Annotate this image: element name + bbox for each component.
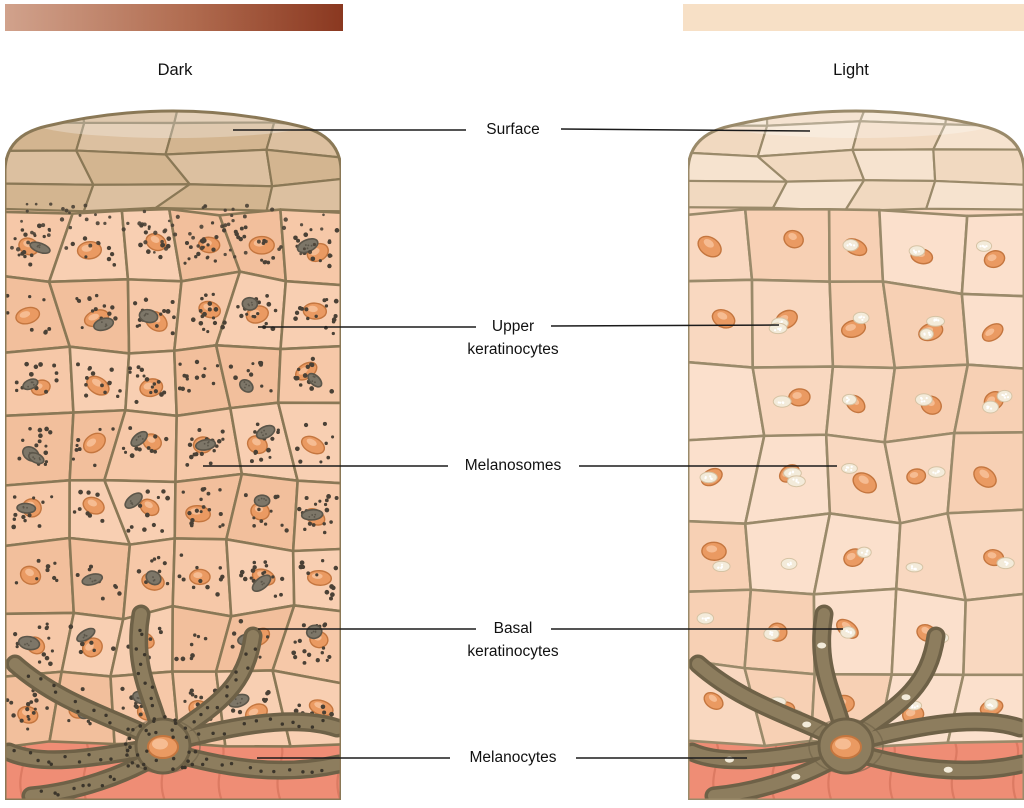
- dark-skin-color-swatch: [5, 4, 343, 31]
- light-skin-color-swatch: [683, 4, 1024, 31]
- dark-skin-illustration: [5, 109, 341, 800]
- surface-label: Surface: [486, 121, 540, 138]
- dark-column-title: Dark: [157, 61, 193, 79]
- light-skin-illustration: [688, 109, 1024, 800]
- basal-keratinocytes-label: Basal keratinocytes: [467, 620, 559, 660]
- melanosomes-label: Melanosomes: [464, 457, 562, 474]
- upper-keratinocytes-label: Upper keratinocytes: [467, 318, 559, 358]
- melanocytes-label: Melanocytes: [469, 749, 557, 766]
- light-column-title: Light: [833, 61, 869, 79]
